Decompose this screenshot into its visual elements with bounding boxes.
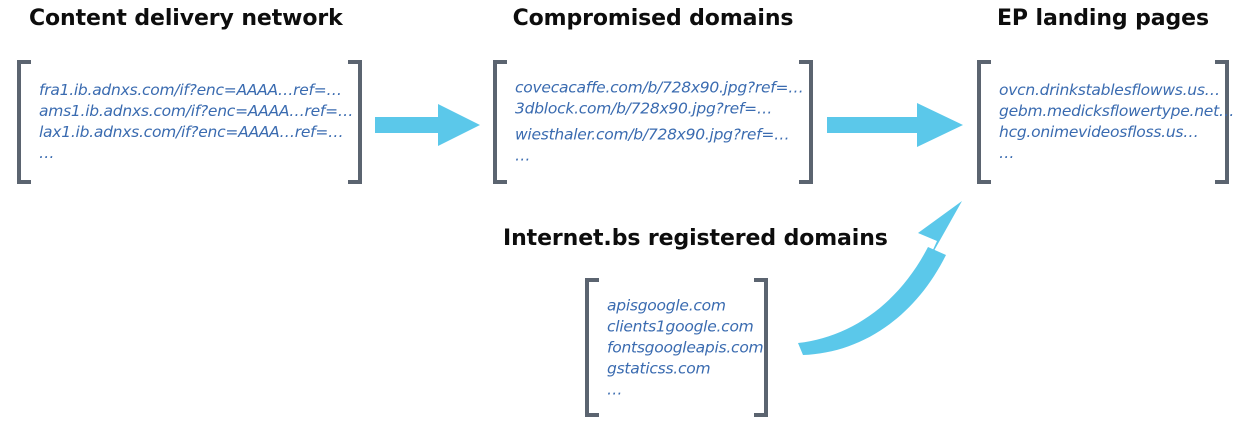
list-item-ellipsis: … xyxy=(39,144,55,162)
list-internetbs: apisgoogle.com clients1google.com fontsg… xyxy=(607,295,764,400)
list-item: ovcn.drinkstablesflowws.us… xyxy=(999,81,1220,99)
bracket-left-icon xyxy=(17,60,31,184)
arrow-compromised-to-landing-icon xyxy=(827,103,963,147)
group-title-landing: EP landing pages xyxy=(997,6,1209,31)
list-compromised: covecacaffe.com/b/728x90.jpg?ref=… 3dblo… xyxy=(515,78,804,167)
list-item: wiesthaler.com/b/728x90.jpg?ref=… xyxy=(515,125,790,144)
arrow-cdn-to-compromised-icon xyxy=(375,104,480,146)
bracket-left-icon xyxy=(977,60,991,184)
list-landing: ovcn.drinkstablesflowws.us… gebm.medicks… xyxy=(999,80,1235,164)
bracket-list-compromised: covecacaffe.com/b/728x90.jpg?ref=… 3dblo… xyxy=(493,60,813,184)
arrow-internetbs-to-landing-icon xyxy=(798,201,962,355)
list-item: clients1google.com xyxy=(607,317,754,335)
list-item: ams1.ib.adnxs.com/if?enc=AAAA…ref=… xyxy=(39,102,354,120)
bracket-left-icon xyxy=(585,278,599,417)
group-title-internetbs: Internet.bs registered domains xyxy=(503,226,888,251)
list-item: fontsgoogleapis.com xyxy=(607,338,764,356)
list-item: 3dblock.com/b/728x90.jpg?ref=… xyxy=(515,99,773,118)
list-item: covecacaffe.com/b/728x90.jpg?ref=… xyxy=(515,78,804,97)
list-item-ellipsis: … xyxy=(607,380,623,398)
bracket-left-icon xyxy=(493,60,507,184)
group-title-cdn: Content delivery network xyxy=(29,6,343,31)
list-item-ellipsis: … xyxy=(999,144,1015,162)
list-item: gstaticss.com xyxy=(607,359,711,377)
list-item: fra1.ib.adnxs.com/if?enc=AAAA…ref=… xyxy=(39,81,342,99)
list-item: hcg.onimevideosfloss.us… xyxy=(999,123,1199,141)
list-cdn: fra1.ib.adnxs.com/if?enc=AAAA…ref=… ams1… xyxy=(39,80,354,164)
group-title-compromised: Compromised domains xyxy=(512,6,794,31)
list-item: apisgoogle.com xyxy=(607,296,726,314)
bracket-list-cdn: fra1.ib.adnxs.com/if?enc=AAAA…ref=… ams1… xyxy=(17,60,362,184)
bracket-list-internetbs: apisgoogle.com clients1google.com fontsg… xyxy=(585,278,768,417)
bracket-right-icon xyxy=(348,60,362,184)
bracket-right-icon xyxy=(1215,60,1229,184)
list-item: lax1.ib.adnxs.com/if?enc=AAAA…ref=… xyxy=(39,123,344,141)
list-item-ellipsis: … xyxy=(515,146,531,165)
bracket-list-landing: ovcn.drinkstablesflowws.us… gebm.medicks… xyxy=(977,60,1235,184)
group-content-delivery-network: Content delivery network fra1.ib.adnxs.c… xyxy=(17,6,362,184)
list-item: gebm.medicksflowertype.net… xyxy=(999,102,1235,120)
group-ep-landing-pages: EP landing pages ovcn.drinkstablesflowws… xyxy=(977,6,1235,184)
group-compromised-domains: Compromised domains covecacaffe.com/b/72… xyxy=(493,6,813,184)
